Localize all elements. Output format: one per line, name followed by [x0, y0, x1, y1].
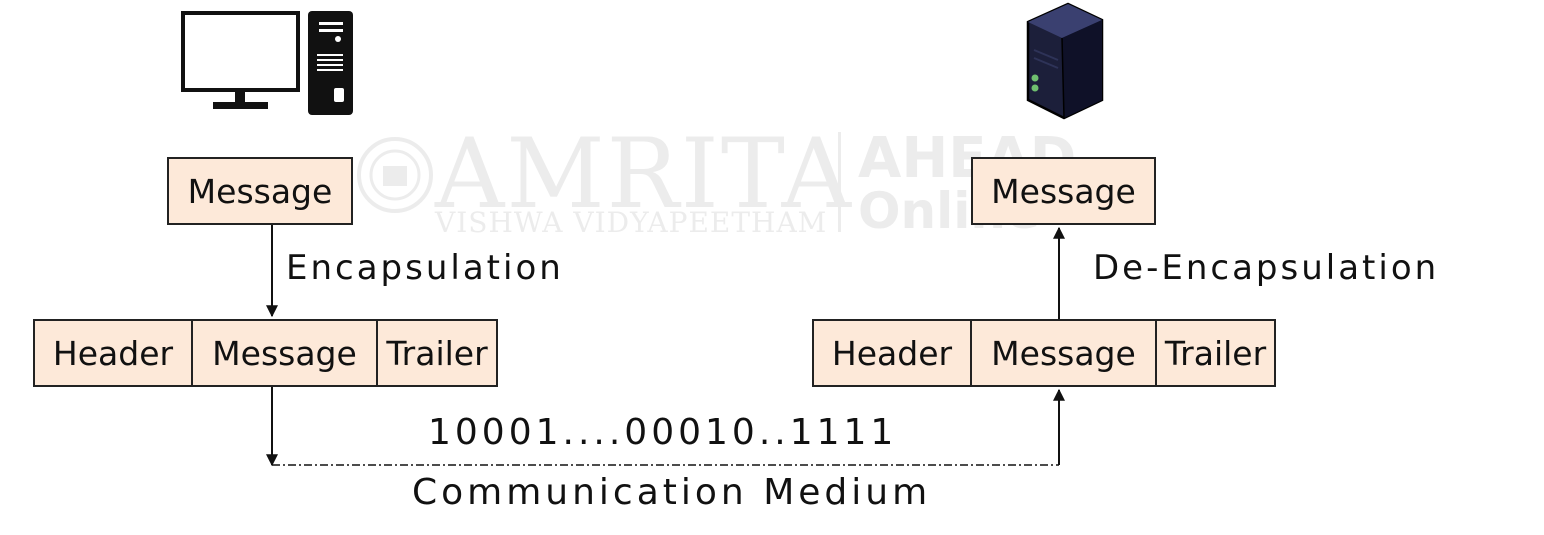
communication-medium-label: Communication Medium — [412, 472, 932, 513]
server-tower-icon — [1026, 2, 1104, 120]
watermark-brand: AMRITA — [435, 118, 853, 230]
watermark-divider — [838, 132, 841, 232]
watermark-emblem-icon — [357, 137, 433, 213]
encapsulation-label: Encapsulation — [286, 248, 564, 288]
de-encapsulation-label: De-Encapsulation — [1093, 248, 1440, 288]
bit-stream-label: 10001....00010..1111 — [428, 412, 898, 453]
receiver-message-box: Message — [971, 157, 1156, 225]
receiver-trailer-box: Trailer — [1155, 319, 1276, 387]
sender-header-box: Header — [33, 319, 193, 387]
desktop-computer-icon — [181, 11, 353, 115]
sender-trailer-box: Trailer — [376, 319, 498, 387]
receiver-frame-message-box: Message — [970, 319, 1157, 387]
sender-frame-message-box: Message — [191, 319, 378, 387]
receiver-header-box: Header — [812, 319, 972, 387]
sender-message-box: Message — [167, 157, 353, 225]
watermark-subtitle: VISHWA VIDYAPEETHAM — [435, 206, 828, 239]
